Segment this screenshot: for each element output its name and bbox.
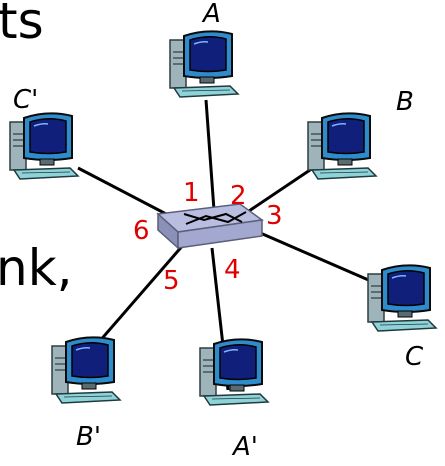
host-label-b: B xyxy=(396,87,414,117)
port-label-6: 6 xyxy=(133,216,150,246)
host-label-c: C xyxy=(405,342,424,372)
host-c-prime xyxy=(9,112,79,180)
host-label-a: A xyxy=(201,0,221,29)
link-a xyxy=(204,99,216,211)
port-label-3: 3 xyxy=(266,201,283,231)
link-b xyxy=(245,166,314,215)
background-text-top: ts xyxy=(0,0,44,50)
link-c xyxy=(257,230,381,287)
network-switch-icon xyxy=(156,203,264,250)
port-label-2: 2 xyxy=(230,181,247,211)
port-label-1: 1 xyxy=(183,178,200,208)
host-label-c-prime: C' xyxy=(13,85,38,115)
host-a xyxy=(169,30,239,98)
host-b xyxy=(307,112,377,180)
port-label-5: 5 xyxy=(163,266,180,296)
desktop-computer-icon xyxy=(9,112,79,180)
desktop-computer-icon xyxy=(367,264,437,332)
desktop-computer-icon xyxy=(51,336,121,404)
host-a-prime xyxy=(199,338,269,406)
host-label-b-prime: B' xyxy=(76,422,101,452)
port-label-4: 4 xyxy=(224,255,241,285)
background-text-middle: nk, xyxy=(0,239,73,297)
host-b-prime xyxy=(51,336,121,404)
host-c xyxy=(367,264,437,332)
desktop-computer-icon xyxy=(307,112,377,180)
desktop-computer-icon xyxy=(169,30,239,98)
host-label-a-prime: A' xyxy=(231,432,258,462)
link-c-prime xyxy=(77,166,171,218)
desktop-computer-icon xyxy=(199,338,269,406)
